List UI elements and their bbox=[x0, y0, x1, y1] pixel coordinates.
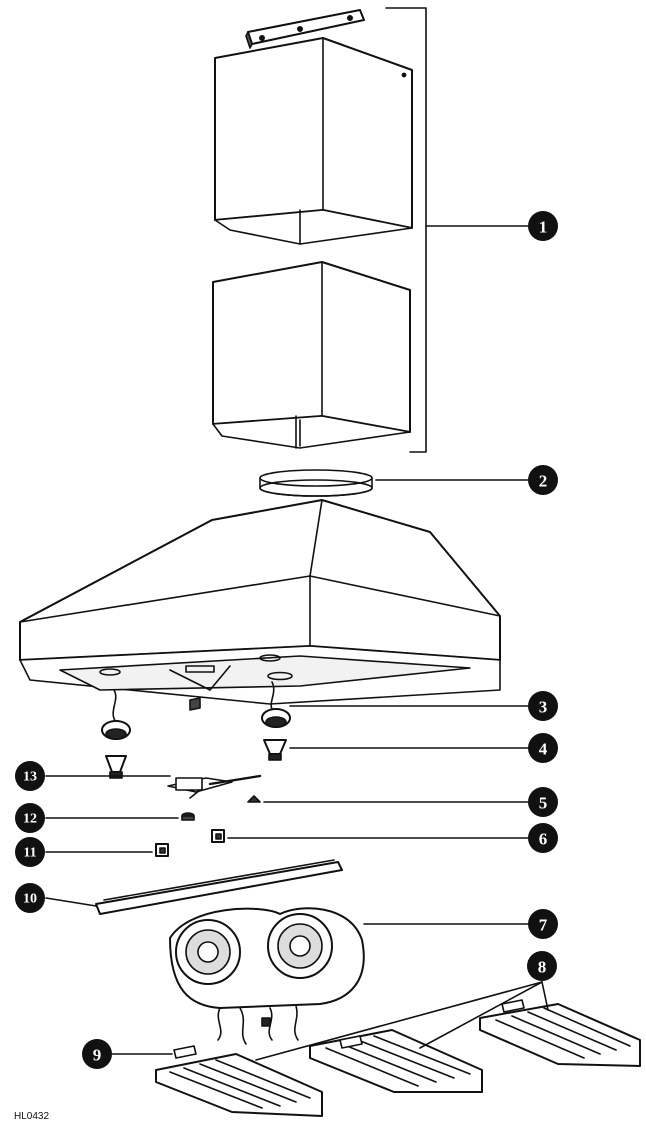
duct-cover-assembly bbox=[212, 7, 529, 453]
svg-text:3: 3 bbox=[539, 698, 548, 717]
callout-9: 9 bbox=[82, 1039, 112, 1069]
lower-duct-cover bbox=[212, 261, 411, 449]
callout-4: 4 bbox=[528, 733, 558, 763]
svg-text:7: 7 bbox=[539, 916, 548, 935]
callout-5: 5 bbox=[528, 787, 558, 817]
svg-text:9: 9 bbox=[93, 1046, 102, 1065]
control-switch-module bbox=[45, 774, 262, 799]
halogen-bulbs bbox=[105, 739, 529, 779]
callout-11: 11 bbox=[15, 837, 45, 867]
filter-rail bbox=[45, 859, 343, 915]
lamp-sockets bbox=[101, 681, 529, 740]
callout-10-leader bbox=[45, 897, 97, 907]
callout-8: 8 bbox=[527, 951, 557, 981]
callout-8-leader-b bbox=[419, 981, 543, 1049]
svg-text:4: 4 bbox=[539, 740, 548, 759]
svg-text:2: 2 bbox=[539, 472, 548, 491]
cord-clip bbox=[45, 843, 169, 857]
callout-3: 3 bbox=[528, 691, 558, 721]
callout-8-leader-a bbox=[255, 981, 543, 1061]
callout-2: 2 bbox=[528, 465, 558, 495]
svg-text:8: 8 bbox=[538, 958, 547, 977]
filter-tabs bbox=[111, 999, 525, 1059]
control-knob bbox=[247, 795, 529, 803]
diagram-code-label: HL0432 bbox=[14, 1111, 50, 1122]
svg-text:10: 10 bbox=[23, 892, 37, 907]
blower-motor bbox=[169, 907, 529, 1045]
callout-6: 6 bbox=[528, 823, 558, 853]
callout-1: 1 bbox=[528, 211, 558, 241]
grease-filter-left bbox=[155, 1053, 323, 1117]
svg-text:1: 1 bbox=[539, 218, 548, 237]
upper-duct-cover bbox=[214, 37, 413, 245]
svg-text:6: 6 bbox=[539, 830, 548, 849]
callout-1-bracket bbox=[385, 7, 427, 453]
svg-text:13: 13 bbox=[23, 770, 37, 785]
wire-connector bbox=[211, 829, 529, 843]
svg-text:12: 12 bbox=[23, 812, 37, 827]
svg-text:5: 5 bbox=[539, 794, 548, 813]
spacer-nut bbox=[45, 812, 195, 821]
callout-badges: 1 2 3 4 5 6 7 8 9 10 11 12 13 bbox=[15, 211, 558, 1069]
callout-10: 10 bbox=[15, 883, 45, 913]
callout-12: 12 bbox=[15, 803, 45, 833]
callout-8-leader-c bbox=[541, 981, 549, 1011]
range-hood-body bbox=[19, 499, 501, 711]
callout-13: 13 bbox=[15, 761, 45, 791]
grease-filter-right bbox=[479, 1003, 641, 1067]
callout-7: 7 bbox=[528, 909, 558, 939]
duct-transition-ring bbox=[259, 469, 529, 497]
grease-filter-center bbox=[309, 1029, 483, 1093]
svg-text:11: 11 bbox=[23, 846, 36, 861]
mounting-bracket bbox=[245, 9, 365, 49]
